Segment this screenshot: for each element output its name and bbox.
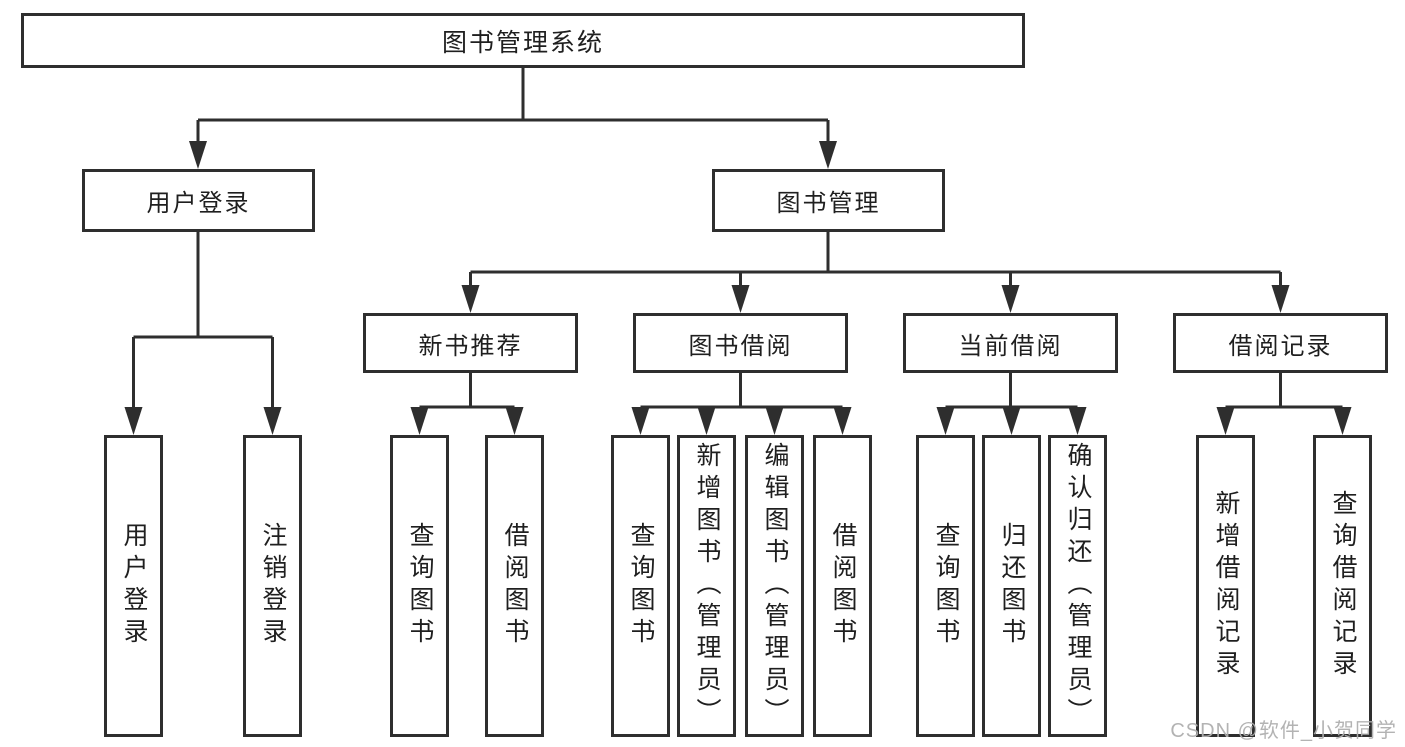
- node-label: 归还图书: [998, 522, 1026, 650]
- leaf-logout: 注销登录: [243, 435, 302, 737]
- node-label: 用户登录: [120, 522, 148, 650]
- node-label: 注销登录: [259, 522, 287, 650]
- leaf-add-books-admin: 新增图书（管理员）: [677, 435, 736, 737]
- csdn-watermark: CSDN @软件_小贺同学: [1170, 720, 1397, 742]
- node-current-borrowing: 当前借阅: [903, 313, 1118, 373]
- node-label: 用户登录: [146, 190, 251, 217]
- node-label: 借阅图书: [829, 522, 857, 650]
- leaf-borrow-books-2: 借阅图书: [813, 435, 872, 737]
- leaf-user-login: 用户登录: [104, 435, 163, 737]
- node-borrowing-records: 借阅记录: [1173, 313, 1388, 373]
- node-label: 查询图书: [406, 522, 434, 650]
- leaf-add-borrow-record: 新增借阅记录: [1196, 435, 1255, 737]
- leaf-query-borrow-record: 查询借阅记录: [1313, 435, 1372, 737]
- node-label: 当前借阅: [958, 332, 1063, 360]
- leaf-query-books-1: 查询图书: [390, 435, 449, 737]
- leaf-borrow-books-1: 借阅图书: [485, 435, 544, 737]
- leaf-return-books: 归还图书: [982, 435, 1041, 737]
- node-library-management-system: 图书管理系统: [21, 13, 1025, 68]
- leaf-edit-books-admin: 编辑图书（管理员）: [745, 435, 804, 737]
- node-book-management: 图书管理: [712, 169, 945, 232]
- node-label: 查询借阅记录: [1329, 490, 1357, 682]
- node-book-borrowing: 图书借阅: [633, 313, 848, 373]
- node-label: 图书管理: [776, 190, 881, 217]
- node-label: 编辑图书（管理员）: [761, 442, 789, 730]
- node-label: 确认归还（管理员）: [1064, 442, 1092, 730]
- node-label: 新增图书（管理员）: [693, 442, 721, 730]
- node-label: 查询图书: [627, 522, 655, 650]
- node-label: 图书管理系统: [441, 28, 604, 57]
- node-new-book-recommendation: 新书推荐: [363, 313, 578, 373]
- leaf-query-books-2: 查询图书: [611, 435, 670, 737]
- node-label: 借阅图书: [501, 522, 529, 650]
- arrowheads: [124, 141, 1352, 435]
- node-label: 新增借阅记录: [1212, 490, 1240, 682]
- node-label: 查询图书: [932, 522, 960, 650]
- leaf-query-books-3: 查询图书: [916, 435, 975, 737]
- node-label: 借阅记录: [1228, 332, 1333, 360]
- node-label: 新书推荐: [418, 332, 523, 360]
- node-label: 图书借阅: [688, 332, 793, 360]
- leaf-confirm-return-admin: 确认归还（管理员）: [1048, 435, 1107, 737]
- node-user-login: 用户登录: [82, 169, 315, 232]
